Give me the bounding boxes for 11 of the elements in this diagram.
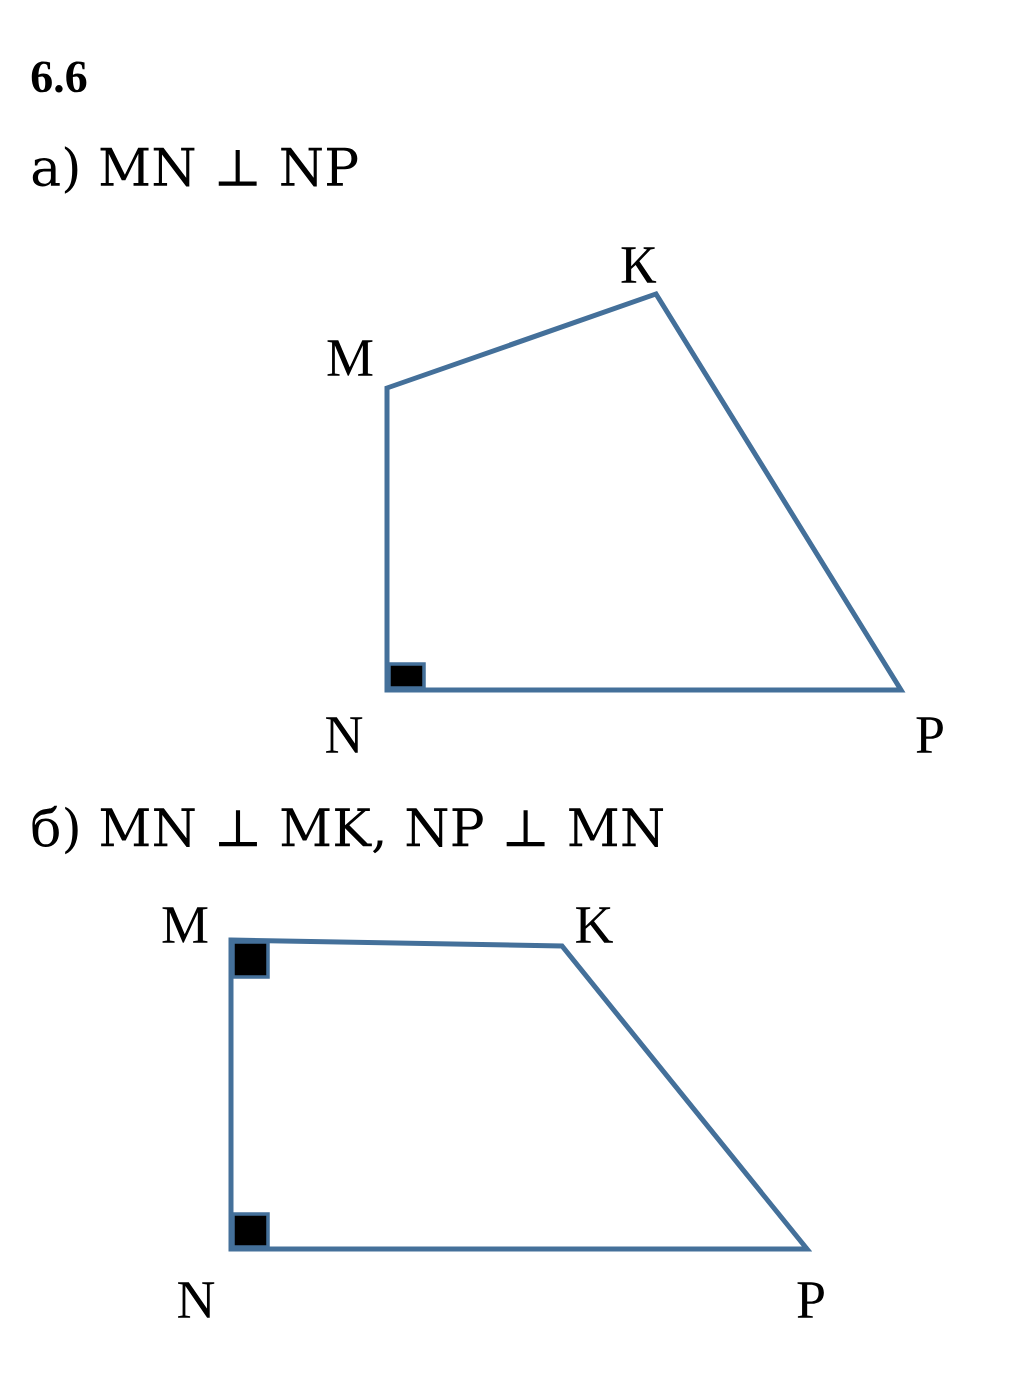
vertex-label: M	[162, 907, 208, 943]
vertex-label: N	[326, 717, 363, 753]
problem-number: 6.6	[31, 61, 87, 93]
condition-text: а) MN ⊥ NP	[32, 146, 358, 194]
condition-text: б) MN ⊥ MK, NP ⊥ MN	[32, 805, 664, 855]
vertex-label: P	[797, 1282, 824, 1318]
vertex-label: N	[178, 1282, 215, 1318]
vertex-label: К	[621, 247, 657, 283]
vertex-label: K	[576, 907, 613, 943]
vertex-label: M	[327, 340, 373, 376]
vertex-label: P	[916, 717, 943, 753]
